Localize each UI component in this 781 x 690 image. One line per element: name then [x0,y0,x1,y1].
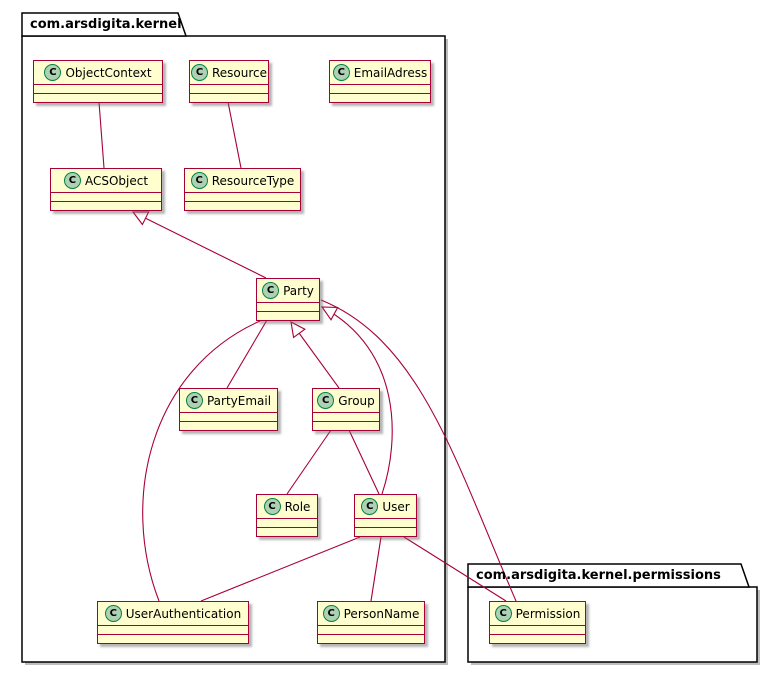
class-name: Party [283,283,314,298]
relation-user-extends-party [320,306,393,495]
class-header: C UserAuthentication [98,602,248,625]
class-header: C ACSObject [51,169,161,192]
class-resourcetype: C ResourceType [184,168,301,211]
class-icon: C [263,498,281,515]
fields-compartment [185,192,300,201]
class-name: Permission [515,606,581,621]
class-header: C PersonName [318,602,424,625]
class-party: C Party [256,278,320,321]
class-header: C Party [257,279,319,302]
relation-party-extends-acsobject [131,211,267,279]
class-icon: C [361,498,379,515]
fields-compartment [257,518,317,527]
package-kernel-body [21,35,446,663]
relation-userauthentication-party [142,320,261,602]
methods-compartment [180,421,277,430]
class-icon: C [332,64,350,81]
class-header: C Group [313,389,379,412]
class-icon: C [190,172,208,189]
relation-user-group [348,429,380,495]
relation-role-group [286,429,332,495]
methods-compartment [34,93,162,102]
fields-compartment [190,84,268,93]
class-emailadress: C EmailAdress [329,60,431,103]
class-icon: C [262,282,280,299]
class-user: C User [354,494,417,537]
class-header: C ResourceType [185,169,300,192]
relation-userauthentication-user [200,536,361,602]
methods-compartment [330,93,430,102]
class-name: UserAuthentication [125,606,242,621]
package-title-kernel: com.arsdigita.kernel [30,17,182,32]
class-name: User [382,499,410,514]
class-name: PartyEmail [206,393,272,408]
class-role: C Role [256,494,318,537]
class-icon: C [63,172,81,189]
methods-compartment [51,201,161,210]
fields-compartment [490,625,585,634]
class-acsobject: C ACSObject [50,168,162,211]
class-name: Group [338,393,375,408]
fields-compartment [34,84,162,93]
fields-compartment [257,302,319,311]
class-icon: C [104,605,122,622]
relation-personname-user [370,536,382,602]
methods-compartment [313,421,379,430]
class-group: C Group [312,388,380,431]
relation-resource-resourcetype [227,101,242,169]
methods-compartment [257,311,319,320]
relation-user-permission [403,536,507,602]
methods-compartment [318,634,424,643]
class-header: C PartyEmail [180,389,277,412]
class-icon: C [44,64,62,81]
package-title-permissions: com.arsdigita.kernel.permissions [476,568,721,583]
class-icon: C [190,64,208,81]
methods-compartment [190,93,268,102]
class-objectcontext: C ObjectContext [33,60,163,103]
relation-partyemail-party [226,319,268,389]
class-name: Role [284,499,311,514]
class-resource: C Resource [189,60,269,103]
class-userauthentication: C UserAuthentication [97,601,249,644]
class-header: C EmailAdress [330,61,430,84]
methods-compartment [257,527,317,536]
class-partyemail: C PartyEmail [179,388,278,431]
methods-compartment [185,201,300,210]
fields-compartment [330,84,430,93]
class-header: C ObjectContext [34,61,162,84]
class-icon: C [317,392,335,409]
class-icon: C [322,605,340,622]
class-name: PersonName [343,606,420,621]
fields-compartment [98,625,248,634]
class-name: ACSObject [84,173,149,188]
methods-compartment [355,527,416,536]
class-icon: C [185,392,203,409]
class-header: C Permission [490,602,585,625]
class-name: ResourceType [211,173,295,188]
relation-permission-party [320,299,517,602]
class-personname: C PersonName [317,601,425,644]
class-icon: C [494,605,512,622]
class-header: C Role [257,495,317,518]
class-name: Resource [211,65,268,80]
class-permission: C Permission [489,601,586,644]
methods-compartment [98,634,248,643]
package-kernel-tab [21,12,188,37]
fields-compartment [355,518,416,527]
class-header: C User [355,495,416,518]
fields-compartment [313,412,379,421]
methods-compartment [490,634,585,643]
fields-compartment [318,625,424,634]
package-permissions-tab [467,563,751,588]
class-name: ObjectContext [65,65,152,80]
relation-group-extends-party [290,321,340,389]
relation-objectcontext-acsobject [98,101,105,169]
class-header: C Resource [190,61,268,84]
fields-compartment [180,412,277,421]
class-name: EmailAdress [353,65,428,80]
fields-compartment [51,192,161,201]
